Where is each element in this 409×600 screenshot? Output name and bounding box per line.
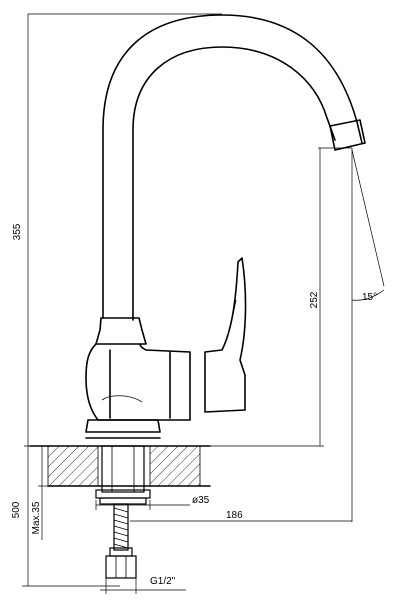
spout-outer — [102, 14, 363, 319]
dim-total-height — [24, 13, 222, 447]
total-height-label: 355 — [12, 223, 23, 240]
flexible-hose — [105, 503, 137, 579]
hose-length-label: 500 — [11, 501, 22, 518]
spout-reach-label: 186 — [226, 510, 243, 521]
hose-ferrule — [109, 547, 133, 557]
connection-thread-label: G1/2" — [150, 576, 176, 587]
base-ring — [85, 419, 161, 433]
valve-body — [85, 343, 191, 421]
aerator — [329, 119, 366, 151]
body-contour — [101, 395, 143, 403]
lever-edge — [221, 299, 237, 351]
dim-connection-thread — [100, 578, 186, 594]
deck-thickness-label: Max.35 — [31, 501, 42, 534]
spout-angle-label: 15° — [362, 292, 377, 303]
dim-hose-length — [22, 446, 120, 587]
deck-hatch-left — [47, 445, 99, 487]
lever-handle — [204, 257, 247, 413]
hose-nut — [105, 555, 137, 579]
washer — [99, 497, 147, 505]
hose-tube — [113, 503, 129, 551]
shank-assembly — [95, 445, 151, 505]
hole-diameter-label: ø35 — [192, 495, 210, 506]
dim-spout-angle — [351, 148, 385, 522]
spout-inner — [132, 46, 336, 321]
dim-hole-diameter — [95, 500, 190, 510]
neck-collar — [95, 317, 147, 345]
faucet-body — [85, 14, 366, 439]
dim-outlet-height — [210, 147, 352, 447]
dim-deck-thickness — [38, 446, 48, 540]
shank — [101, 445, 145, 493]
fixing-nut — [95, 489, 151, 499]
outlet-height-label: 252 — [309, 291, 320, 308]
deck-hatch-right — [149, 445, 201, 487]
deck-section — [29, 445, 211, 487]
